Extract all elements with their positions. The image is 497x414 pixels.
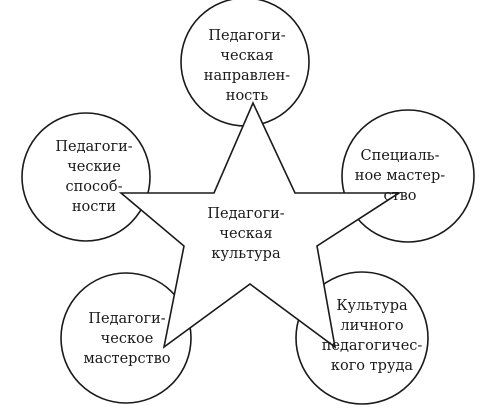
label-direction-line-4: ность <box>226 88 269 104</box>
circle-abilities <box>21 112 151 242</box>
label-abilities-line-3: способ- <box>66 179 123 195</box>
star-layer <box>118 101 402 349</box>
label-special-line-3: ство <box>383 188 416 204</box>
label-abilities-line-4: ности <box>72 199 116 215</box>
label-labor-line-4: кого труда <box>331 358 413 374</box>
label-special-line-1: Специаль- <box>361 148 440 164</box>
labels-layer: Педагоги-ческая направлен-ностьСпециаль-н… <box>55 28 445 374</box>
center-star <box>118 101 402 349</box>
circle-labor <box>295 271 429 405</box>
label-abilities-line-1: Педагоги- <box>55 139 132 155</box>
label-direction-line-1: Педагоги- <box>208 28 285 44</box>
label-center-line-1: Педагоги- <box>207 206 284 222</box>
label-special-line-2: ное мастер- <box>355 168 446 184</box>
label-mastery-line-3: мастерство <box>84 351 171 367</box>
label-labor-line-1: Культура <box>336 298 408 314</box>
label-mastery-line-1: Педагоги- <box>88 311 165 327</box>
label-direction-line-3: направлен- <box>204 68 291 84</box>
label-center-line-3: культура <box>211 246 281 262</box>
circle-mastery <box>60 272 192 404</box>
circles-layer <box>21 0 475 405</box>
label-center-line-2: ческая <box>219 226 272 242</box>
label-mastery-line-2: ческое <box>101 331 154 347</box>
label-labor-line-2: личного <box>340 318 403 334</box>
label-direction-line-2: ческая <box>220 48 273 64</box>
label-labor-line-3: педагогичес- <box>322 338 423 354</box>
label-abilities-line-2: ческие <box>67 159 121 175</box>
